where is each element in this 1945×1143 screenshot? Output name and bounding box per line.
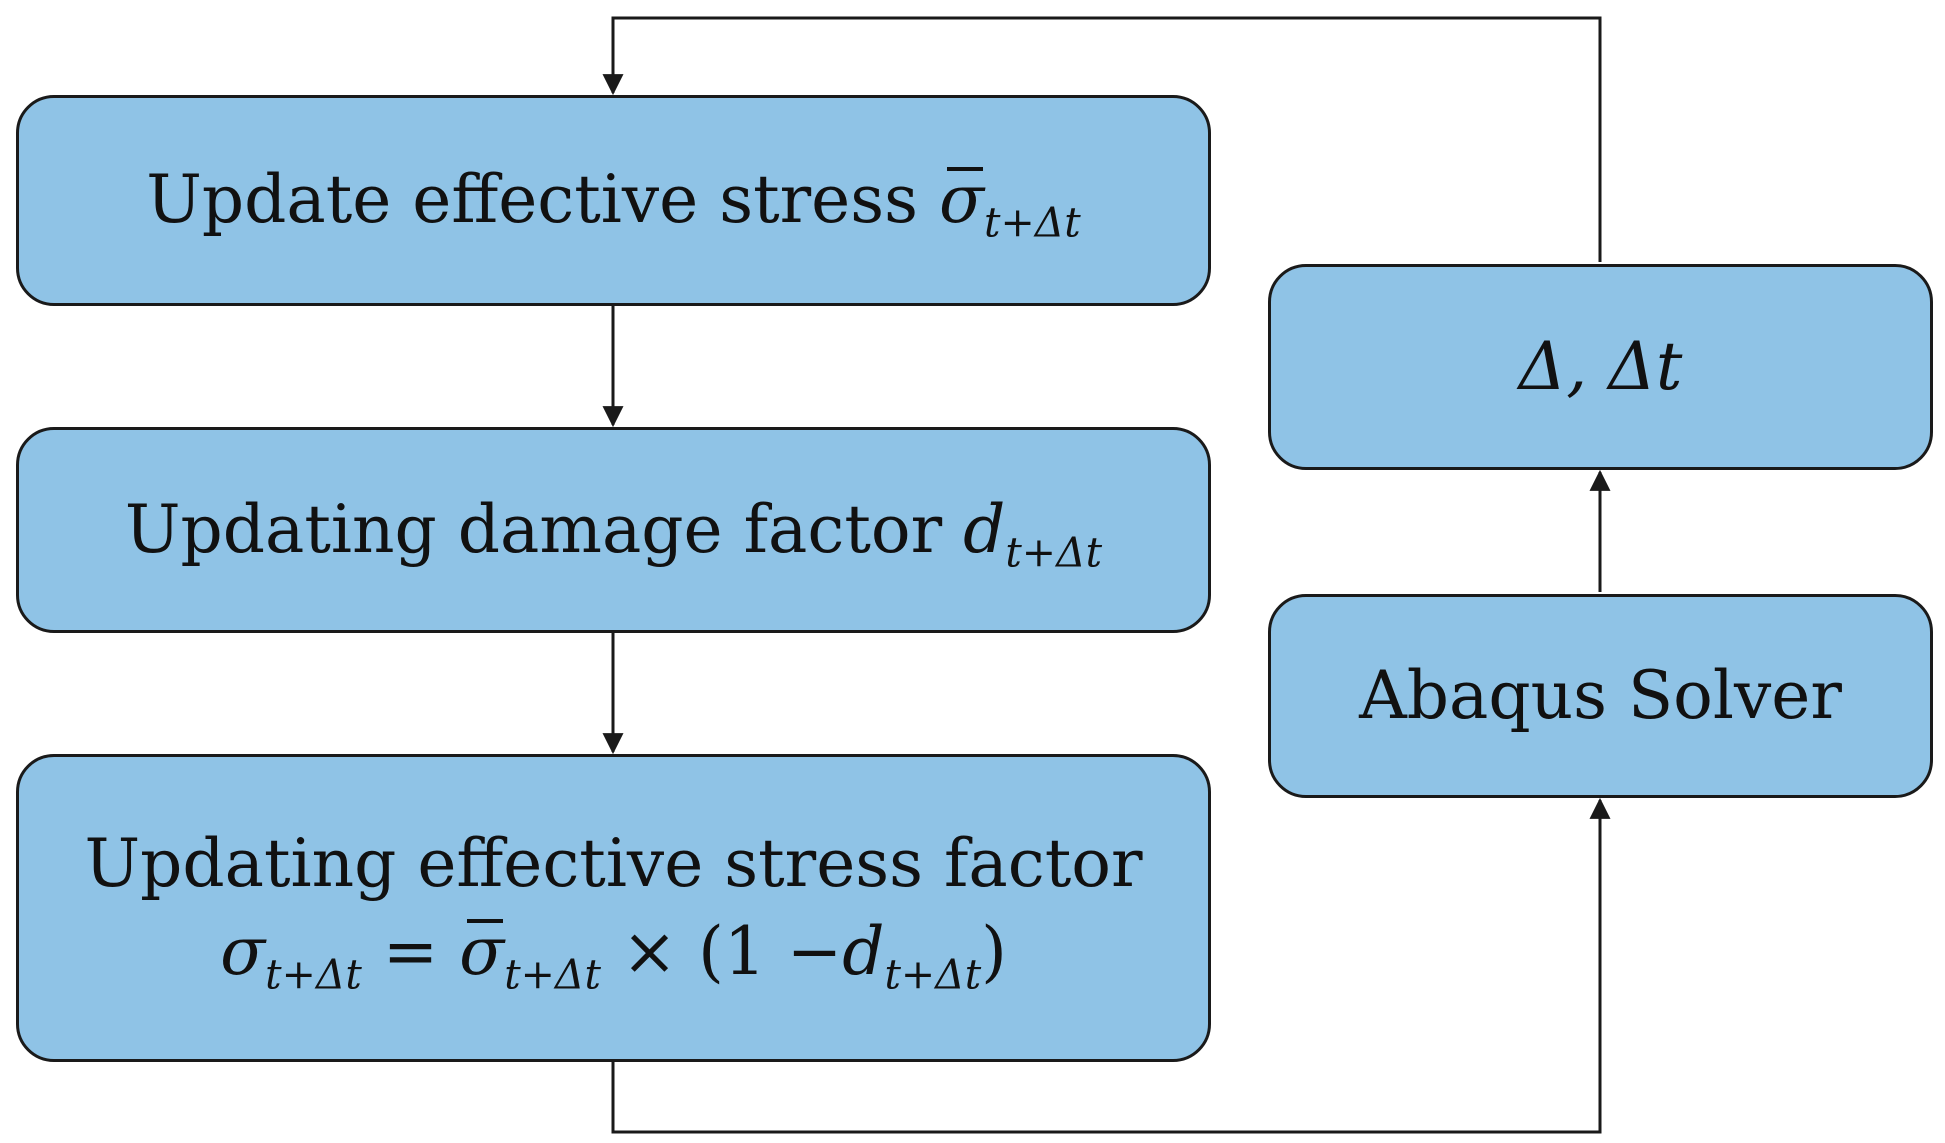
equation-times: × bbox=[621, 913, 678, 990]
abaqus-solver-box: Abaqus Solver bbox=[1268, 594, 1933, 798]
equation-close-paren: ) bbox=[981, 913, 1007, 990]
equation-damage: dt+Δt bbox=[842, 913, 982, 999]
equation-lhs: σt+Δt bbox=[220, 913, 362, 999]
increment-box: Δ, Δt bbox=[1268, 264, 1933, 470]
increment-label: Δ, Δt bbox=[1518, 327, 1683, 405]
updating-damage-factor-box: Updating damage factor dt+Δt bbox=[16, 427, 1211, 633]
updating-damage-factor-line: Updating damage factor dt+Δt bbox=[124, 489, 1103, 577]
loop-arrow-top bbox=[602, 16, 1602, 262]
equation-equals: = bbox=[382, 913, 439, 990]
effective-stress-equation: σt+Δt = σt+Δt × (1 −dt+Δt) bbox=[220, 911, 1007, 999]
sigma-bar-symbol: σt+Δt bbox=[938, 161, 1081, 247]
loop-arrow-bottom bbox=[611, 797, 1611, 1134]
updating-effective-stress-factor-label: Updating effective stress factor bbox=[84, 824, 1143, 902]
updating-damage-factor-label: Updating damage factor bbox=[124, 490, 943, 568]
update-effective-stress-box: Update effective stress σt+Δt bbox=[16, 95, 1211, 306]
damage-symbol: dt+Δt bbox=[963, 490, 1103, 577]
abaqus-solver-label: Abaqus Solver bbox=[1359, 656, 1842, 734]
equation-rhs: σt+Δt bbox=[459, 913, 601, 999]
update-effective-stress-line: Update effective stress σt+Δt bbox=[146, 159, 1081, 247]
update-effective-stress-label: Update effective stress bbox=[146, 161, 918, 239]
equation-open-paren: (1 − bbox=[698, 913, 843, 990]
updating-effective-stress-factor-box: Updating effective stress factor σt+Δt =… bbox=[16, 754, 1211, 1062]
